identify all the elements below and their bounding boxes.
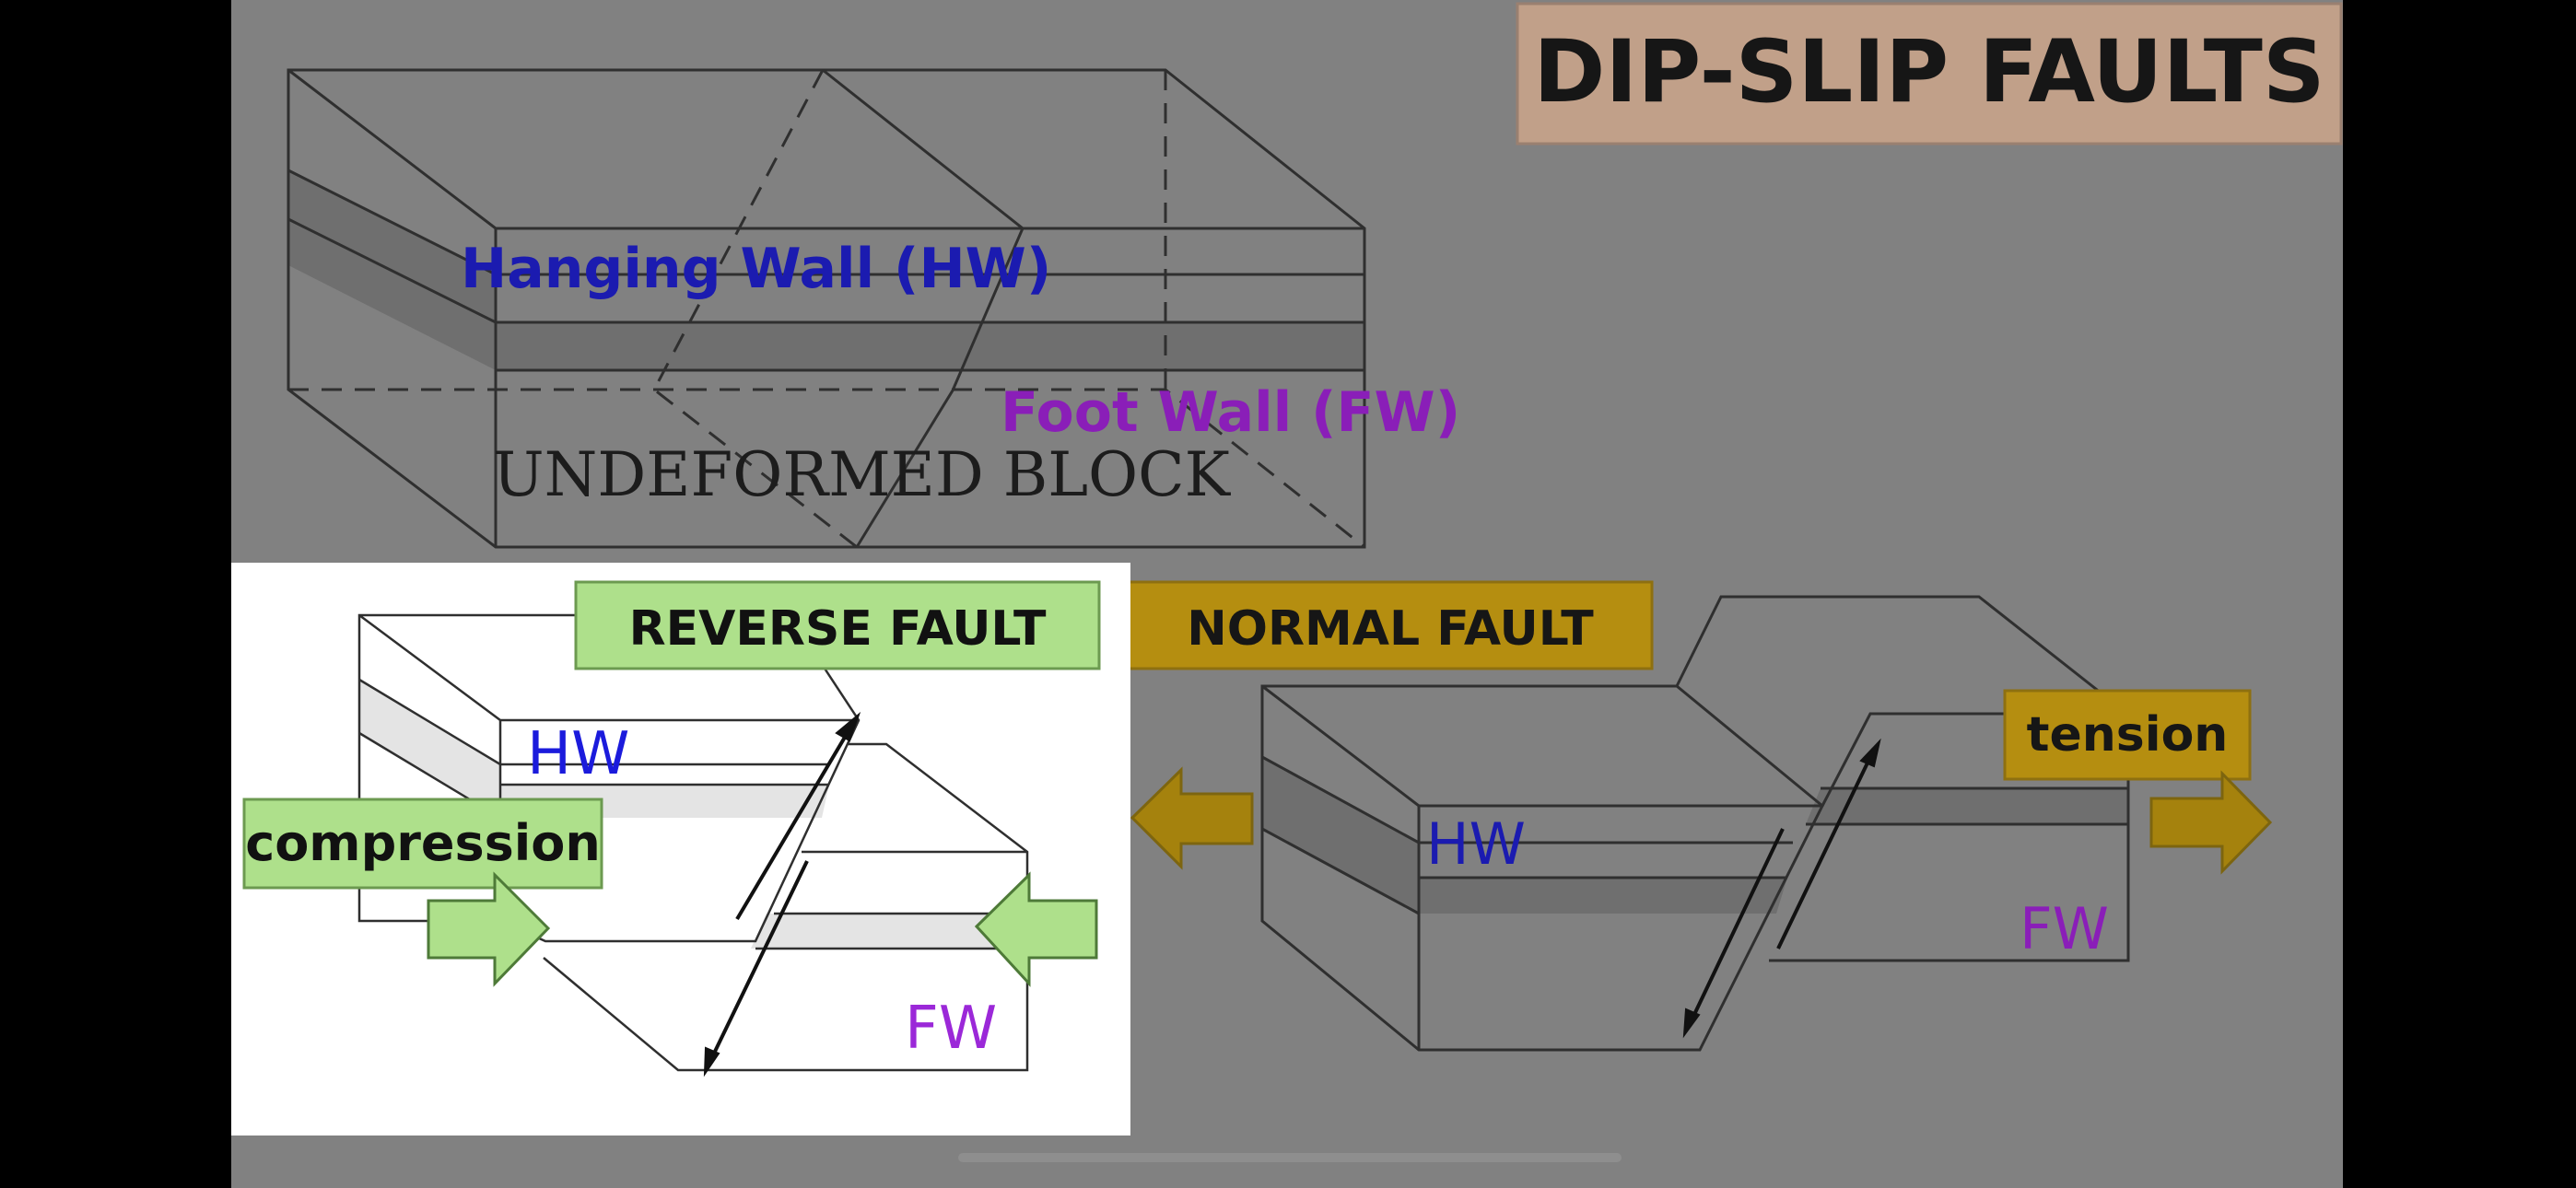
normal-fault-title-label: NORMAL FAULT [1187, 601, 1594, 657]
reverse-hw-label: HW [527, 720, 629, 788]
normal-hw-label: HW [1426, 810, 1526, 878]
normal-slip-arrow-down [1689, 828, 1785, 1023]
reverse-fw-label: FW [905, 995, 997, 1063]
tension-arrow-right [2149, 770, 2273, 875]
hanging-wall-label: Hanging Wall (HW) [461, 237, 1051, 301]
tension-box [2003, 689, 2252, 781]
reverse-fw-band-front [751, 914, 1027, 949]
fault-plane-dashed [652, 69, 858, 549]
normal-fw-layer-lines [1806, 786, 2128, 826]
layer-lines [287, 169, 1364, 372]
normal-fault-title: NORMAL FAULT [1127, 580, 1654, 670]
tension-text: tension [2027, 707, 2229, 763]
reverse-fault-title: REVERSE FAULT [574, 580, 1101, 670]
reverse-fault-panel: HW FW REVERSE FAULT compression [231, 563, 1130, 1136]
compression-text: compression [245, 814, 601, 872]
reverse-slip-arrow-up [735, 728, 851, 921]
normal-slip-arrowhead-up [1859, 738, 1881, 768]
home-indicator[interactable] [958, 1153, 1622, 1162]
reverse-slip-arrow-down [709, 860, 809, 1060]
undeformed-block: Hanging Wall (HW) Foot Wall (FW) UNDEFOR… [287, 68, 1460, 549]
normal-hw-band-front [1419, 878, 1787, 914]
normal-fw-band-front [1806, 788, 2128, 824]
tension-label: tension [2003, 689, 2252, 781]
reverse-fault-title-box [574, 580, 1101, 670]
compression-arrow-left [427, 871, 551, 987]
undeformed-block-label: UNDEFORMED BLOCK [493, 439, 1232, 510]
reverse-fault-title-label: REVERSE FAULT [629, 601, 1047, 657]
fault-plane-solid [822, 68, 1025, 548]
normal-fault-diagram: HW FW [1260, 595, 2130, 1052]
reverse-slip-arrowhead-up [835, 711, 861, 742]
normal-hw-band-left [1262, 757, 1419, 914]
title-banner: DIP-SLIP FAULTS [1516, 2, 2343, 146]
normal-slip-arrowhead-down [1682, 1007, 1701, 1039]
reverse-hw-band-left [359, 680, 500, 818]
title-box [1516, 2, 2343, 146]
page-title: DIP-SLIP FAULTS [1533, 22, 2324, 122]
reverse-fw-layer-lines [755, 912, 1027, 950]
foot-wall-label: Foot Wall (FW) [1001, 380, 1460, 445]
layer-band-front [496, 322, 1364, 370]
normal-fault-title-box [1127, 580, 1654, 670]
compression-box [242, 798, 603, 890]
normal-slip-arrow-up [1776, 752, 1874, 949]
normal-fw-label: FW [2020, 895, 2109, 962]
compression-arrow-right [974, 871, 1098, 987]
tension-arrow-left [1130, 766, 1254, 870]
compression-label: compression [242, 798, 603, 890]
normal-hw-layer-lines [1261, 755, 1793, 915]
hidden-edges [288, 70, 1365, 549]
reverse-slip-arrowhead-down [703, 1046, 720, 1077]
